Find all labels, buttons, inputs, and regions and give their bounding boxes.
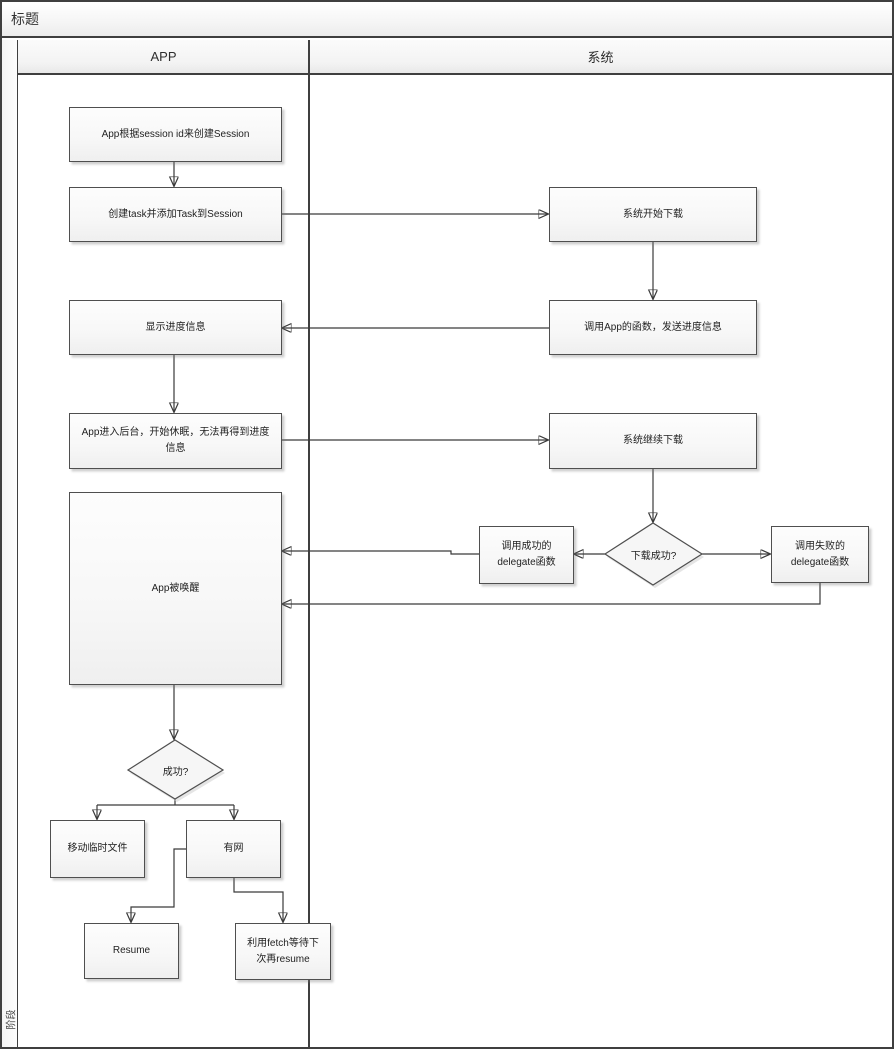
node-resume: Resume	[84, 923, 179, 979]
title-bar: 标题	[2, 2, 892, 38]
lane-divider	[308, 40, 310, 1047]
node-move-temp-file: 移动临时文件	[50, 820, 145, 878]
lane-header-system-label: 系统	[587, 50, 614, 65]
page-title: 标题	[11, 11, 39, 27]
node-system-continue-download: 系统继续下载	[549, 413, 757, 469]
lane-header-app-label: APP	[150, 49, 177, 64]
node-enter-background: App进入后台，开始休眠，无法再得到进度信息	[69, 413, 282, 469]
node-call-fail-delegate: 调用失败的delegate函数	[771, 526, 869, 583]
connector-has-network-to-resume	[131, 848, 186, 921]
node-create-task: 创建task并添加Task到Session	[69, 187, 282, 242]
node-call-app-progress: 调用App的函数，发送进度信息	[549, 300, 757, 355]
lane-header-app: APP	[18, 40, 309, 75]
stage-strip: 阶段	[2, 40, 18, 1047]
connector-success-decision-split	[97, 799, 234, 806]
decision-download-success	[603, 522, 704, 586]
node-fetch-wait: 利用fetch等待下次再resume	[235, 923, 331, 980]
connector-fail-delegate-to-awakened	[283, 583, 821, 604]
connector-has-network-to-fetch-wait	[233, 878, 283, 921]
node-show-progress: 显示进度信息	[69, 300, 282, 355]
node-call-success-delegate: 调用成功的delegate函数	[479, 526, 574, 584]
node-system-start-download: 系统开始下载	[549, 187, 757, 242]
decision-success	[126, 739, 225, 800]
node-create-session: App根据session id来创建Session	[69, 107, 282, 162]
connector-success-delegate-to-awakened	[283, 551, 479, 554]
node-has-network: 有网	[186, 820, 281, 878]
lane-header-system: 系统	[309, 40, 892, 75]
node-app-awakened: App被唤醒	[69, 492, 282, 685]
